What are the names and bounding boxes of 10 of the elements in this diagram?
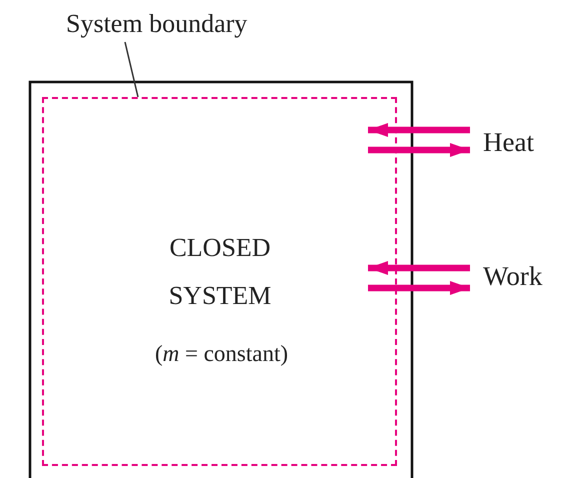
- mass-note: (m = constant): [154, 340, 290, 368]
- arrow: [368, 261, 470, 275]
- arrow: [368, 143, 470, 157]
- leader-line: [124, 42, 139, 98]
- energy-label: Work: [482, 260, 542, 293]
- system-title: CLOSED SYSTEM: [168, 232, 272, 312]
- boundary-label: System boundary: [66, 8, 248, 40]
- energy-label: Heat: [482, 126, 534, 159]
- arrow: [368, 281, 470, 295]
- arrow: [368, 123, 470, 137]
